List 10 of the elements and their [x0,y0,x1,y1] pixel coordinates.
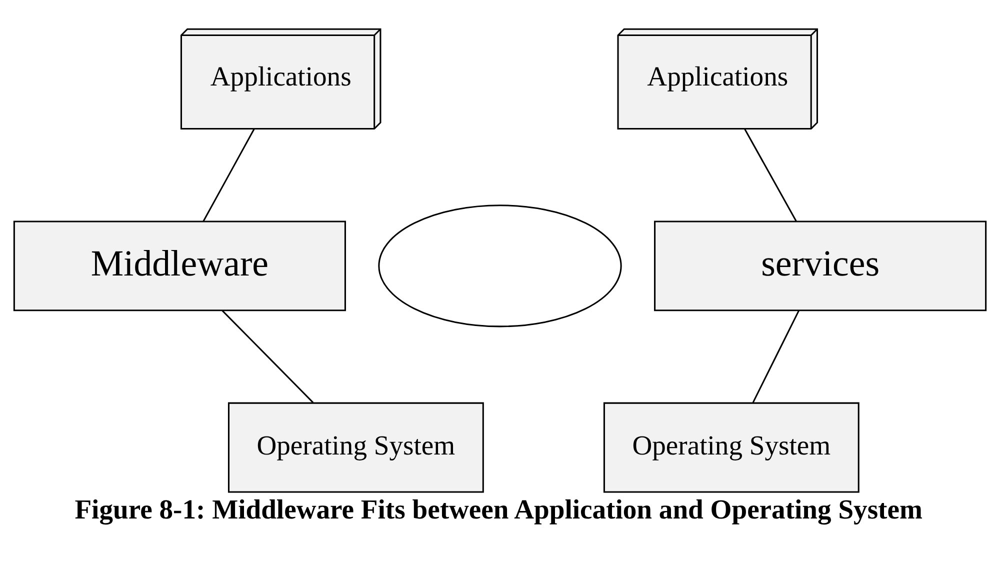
caption: Figure 8-1: Middleware Fits between Application and Operating System [74,494,922,525]
node-box: services [654,220,987,312]
connector [202,128,255,222]
node-box: Operating System [603,402,860,493]
connector [744,128,797,222]
connector [752,310,800,403]
connector [222,310,314,404]
node-cloud [378,204,622,328]
node-box: Middleware [13,220,346,312]
node-box: Operating System [228,402,484,493]
